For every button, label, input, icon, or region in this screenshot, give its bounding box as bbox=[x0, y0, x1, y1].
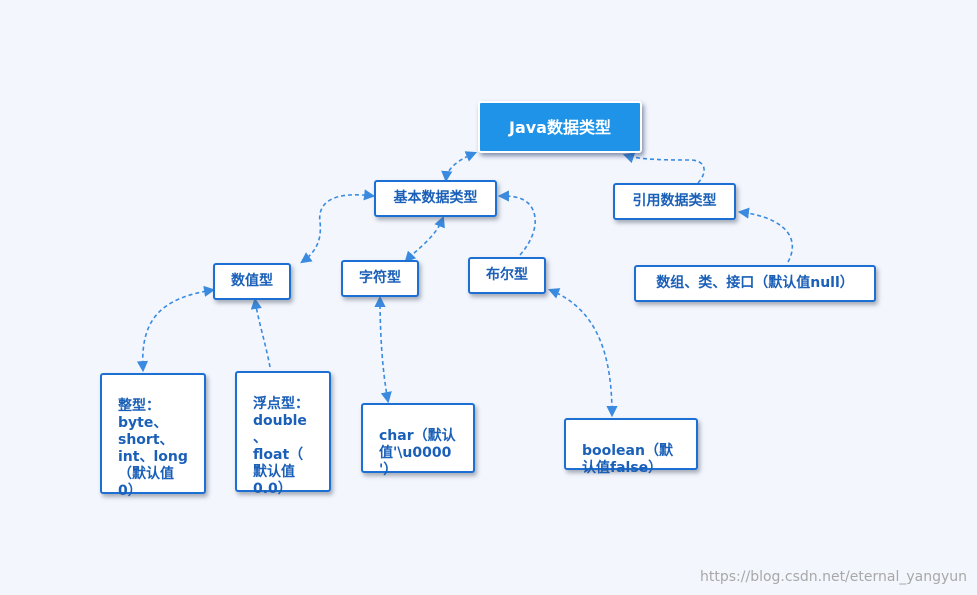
connector-character-char bbox=[374, 295, 392, 404]
reference-type-node: 引用数据类型 bbox=[613, 183, 736, 220]
boolean-type-node: 布尔型 bbox=[468, 257, 546, 294]
integer-detail-text: 整型： byte、 short、 int、long （默认值 0） bbox=[118, 398, 188, 499]
float-detail-node: 浮点型： double 、 float（ 默认值 0.0） bbox=[235, 371, 331, 497]
primitive-type-node: 基本数据类型 bbox=[374, 180, 497, 217]
character-type-node: 字符型 bbox=[341, 260, 419, 297]
float-detail-text: 浮点型： double 、 float（ 默认值 0.0） bbox=[253, 396, 309, 497]
connector-primitive-numeric bbox=[300, 189, 376, 264]
numeric-type-label: 数值型 bbox=[231, 273, 273, 289]
boolean-detail-text: boolean（默 认值false） bbox=[582, 443, 673, 476]
connector-numeric-integer bbox=[136, 285, 216, 373]
watermark: https://blog.csdn.net/eternal_yangyun bbox=[700, 569, 967, 585]
connector-reference-root bbox=[622, 152, 705, 184]
integer-detail-node: 整型： byte、 short、 int、long （默认值 0） bbox=[100, 373, 206, 499]
root-label: Java数据类型 bbox=[509, 117, 611, 137]
root-node: Java数据类型 bbox=[478, 101, 642, 153]
char-detail-node: char（默认 值'\u0000 '） bbox=[361, 403, 475, 478]
reference-type-label: 引用数据类型 bbox=[632, 193, 717, 209]
reference-detail-text: 数组、类、接口（默认值null） bbox=[656, 275, 854, 291]
reference-detail-node: 数组、类、接口（默认值null） bbox=[634, 265, 876, 302]
char-detail-text: char（默认 值'\u0000 '） bbox=[379, 428, 456, 478]
numeric-type-node: 数值型 bbox=[213, 263, 291, 300]
connector-float-numeric bbox=[250, 297, 271, 368]
connector-root-primitive bbox=[441, 151, 478, 183]
character-type-label: 字符型 bbox=[359, 270, 401, 286]
connector-primitive-character bbox=[404, 215, 445, 263]
connector-refdetail-reference bbox=[737, 207, 794, 263]
boolean-detail-node: boolean（默 认值false） bbox=[564, 418, 698, 476]
boolean-type-label: 布尔型 bbox=[486, 267, 528, 283]
connector-boolean-detail bbox=[547, 288, 618, 418]
connector-boolean-primitive bbox=[497, 190, 536, 256]
primitive-type-label: 基本数据类型 bbox=[393, 190, 478, 206]
